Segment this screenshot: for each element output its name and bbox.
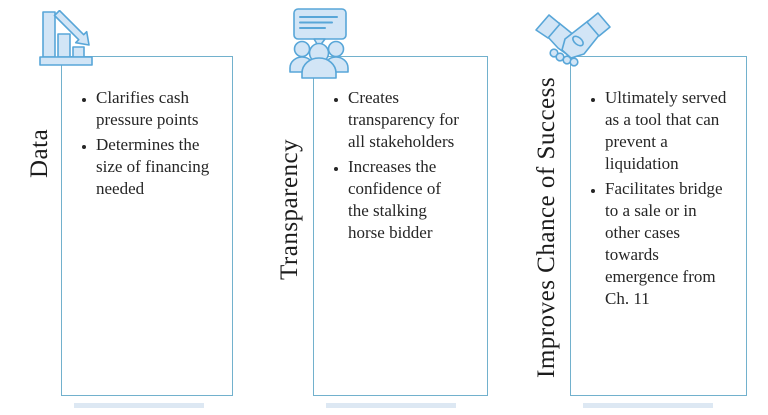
reflection-bar <box>74 403 204 408</box>
list-item: Creates transparency for all stakeholder… <box>348 87 462 153</box>
data-bullet-list: Clarifies cash pressure points Determine… <box>62 57 232 200</box>
success-box: Ultimately served as a tool that can pre… <box>570 56 747 396</box>
transparency-bullet-list: Creates transparency for all stakeholder… <box>314 57 487 244</box>
column-label-data: Data <box>26 128 53 178</box>
audience-speech-bubble-icon <box>289 8 349 79</box>
reflection-bar <box>326 403 456 408</box>
handshake-icon <box>535 12 611 67</box>
list-item: Clarifies cash pressure points <box>96 87 210 131</box>
column-label-success: Improves Chance of Success <box>533 76 560 378</box>
transparency-box: Creates transparency for all stakeholder… <box>313 56 488 396</box>
declining-bar-chart-icon <box>39 10 93 66</box>
reflection-bar <box>583 403 713 408</box>
list-item: Ultimately served as a tool that can pre… <box>605 87 728 175</box>
list-item: Facilitates bridge to a sale or in other… <box>605 178 728 310</box>
data-box: Clarifies cash pressure points Determine… <box>61 56 233 396</box>
list-item: Determines the size of financing needed <box>96 134 210 200</box>
column-label-transparency: Transparency <box>276 138 303 280</box>
success-bullet-list: Ultimately served as a tool that can pre… <box>571 57 746 310</box>
list-item: Increases the confidence of the stalking… <box>348 156 462 244</box>
